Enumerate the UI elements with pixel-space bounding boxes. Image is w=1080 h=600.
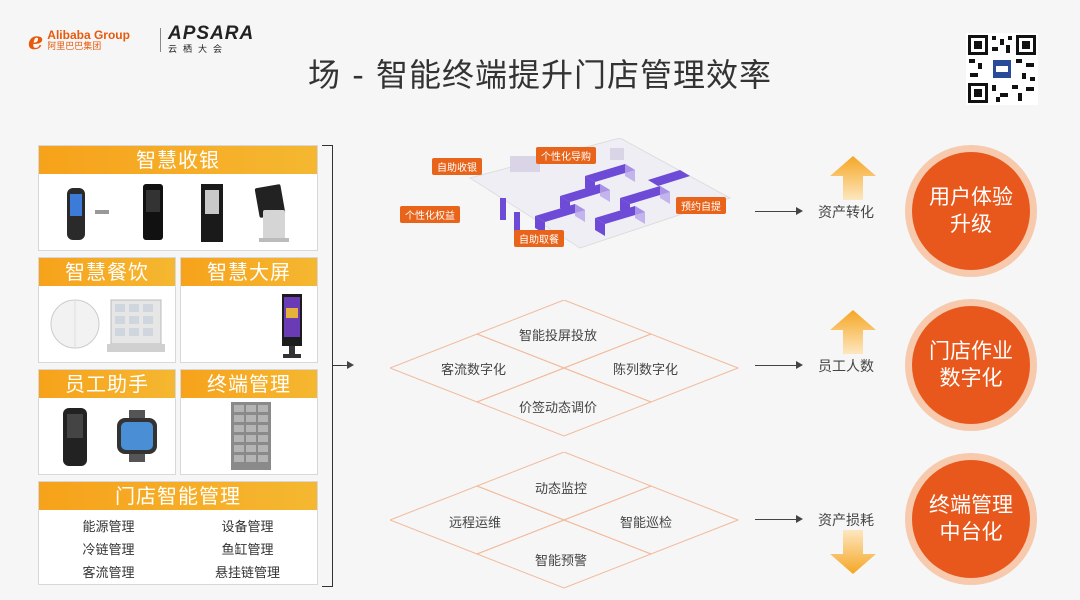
circle-line: 数字化	[939, 366, 1003, 390]
store-mgmt-item: 鱼缸管理	[221, 543, 274, 558]
up-arrow-icon	[830, 310, 876, 354]
logo-divider	[160, 28, 161, 52]
cashier-devices-image	[67, 184, 289, 242]
arrow-2	[755, 361, 803, 369]
tag-personal-guide: 个性化导购	[536, 147, 596, 164]
arrow-3	[755, 515, 803, 523]
mid-label-bottom: 价签动态调价	[519, 401, 598, 416]
apsara-logo-cn: 云栖大会	[168, 45, 229, 55]
panel-smart-screen-title: 智慧大屏	[181, 258, 317, 286]
up-arrow-icon	[830, 156, 876, 200]
circle-store-operation: 门店作业 数字化	[912, 306, 1030, 424]
apsara-logo: APSARA 云栖大会	[168, 24, 254, 55]
alibaba-logo-cn: 阿里巴巴集团	[47, 42, 102, 52]
bracket-arrow	[342, 361, 354, 369]
mid-label-right: 陈列数字化	[613, 363, 679, 378]
bottom-label-bottom: 智能预警	[535, 554, 588, 569]
store-mgmt-item: 能源管理	[82, 520, 135, 535]
panel-staff-assistant-title: 员工助手	[39, 370, 175, 398]
diamond-mid	[390, 300, 740, 437]
panels-bracket	[322, 145, 333, 587]
circle-line: 门店作业	[929, 338, 1013, 363]
qr-code-icon	[966, 33, 1038, 105]
tag-self-meal-pickup: 自助取餐	[514, 230, 564, 247]
apsara-logo-en: APSARA	[168, 23, 255, 44]
circle-line: 用户体验	[929, 184, 1013, 209]
alibaba-logo-en: Alibaba Group	[47, 28, 130, 42]
panel-store-mgmt: 门店智能管理 能源管理 设备管理 冷链管理 鱼缸管理 客流管理 悬挂链管理	[38, 481, 318, 585]
page-title: 场 - 智能终端提升门店管理效率	[308, 56, 772, 94]
kiosk-screen-image	[282, 294, 302, 358]
panel-staff-assistant: 员工助手	[38, 369, 176, 475]
arrow-1	[755, 207, 803, 215]
panel-smart-dining: 智慧餐饮	[38, 257, 176, 363]
tag-self-checkout: 自助收银	[432, 158, 482, 175]
circle-line: 升级	[950, 212, 992, 236]
panel-terminal-mgmt-title: 终端管理	[181, 370, 317, 398]
alibaba-mark-icon: e	[28, 26, 44, 55]
circle-line: 中台化	[939, 520, 1003, 544]
panel-smart-dining-title: 智慧餐饮	[39, 258, 175, 286]
panel-smart-cashier: 智慧收银	[38, 145, 318, 251]
panel-smart-screen: 智慧大屏	[180, 257, 318, 363]
down-arrow-icon	[830, 530, 876, 574]
circle-line: 终端管理	[929, 492, 1013, 517]
panel-store-mgmt-title: 门店智能管理	[39, 482, 317, 510]
terminal-cabinet-image	[231, 402, 271, 470]
mid-label-top: 智能投屏投放	[519, 329, 598, 344]
handheld-devices-image	[63, 408, 157, 466]
circle-terminal-mgmt: 终端管理 中台化	[912, 460, 1030, 578]
alibaba-logo: e Alibaba Group 阿里巴巴集团	[28, 26, 130, 55]
store-mgmt-item: 设备管理	[221, 520, 274, 535]
bottom-label-right: 智能巡检	[620, 516, 673, 531]
circle-user-experience: 用户体验 升级	[912, 152, 1030, 270]
bottom-label-top: 动态监控	[535, 482, 588, 497]
mid-label-left: 客流数字化	[441, 363, 507, 378]
tag-personal-benefits: 个性化权益	[400, 206, 460, 223]
bottom-label-left: 远程运维	[449, 516, 502, 531]
store-mgmt-item: 冷链管理	[82, 543, 135, 558]
outcome-label-staff-count: 员工人数	[818, 359, 874, 375]
store-mgmt-item: 悬挂链管理	[214, 566, 280, 581]
store-mgmt-item: 客流管理	[82, 566, 135, 581]
panels-bracket-tick	[332, 365, 342, 366]
outcome-label-asset-conversion: 资产转化	[818, 205, 874, 221]
store-mgmt-list: 能源管理 设备管理 冷链管理 鱼缸管理 客流管理 悬挂链管理	[39, 516, 317, 581]
diamond-bottom	[390, 452, 740, 589]
dining-devices-image	[50, 299, 165, 352]
outcome-label-asset-loss: 资产损耗	[818, 513, 874, 529]
panel-terminal-mgmt: 终端管理	[180, 369, 318, 475]
panel-smart-cashier-title: 智慧收银	[39, 146, 317, 174]
tag-reserve-pickup: 预约自提	[676, 197, 726, 214]
